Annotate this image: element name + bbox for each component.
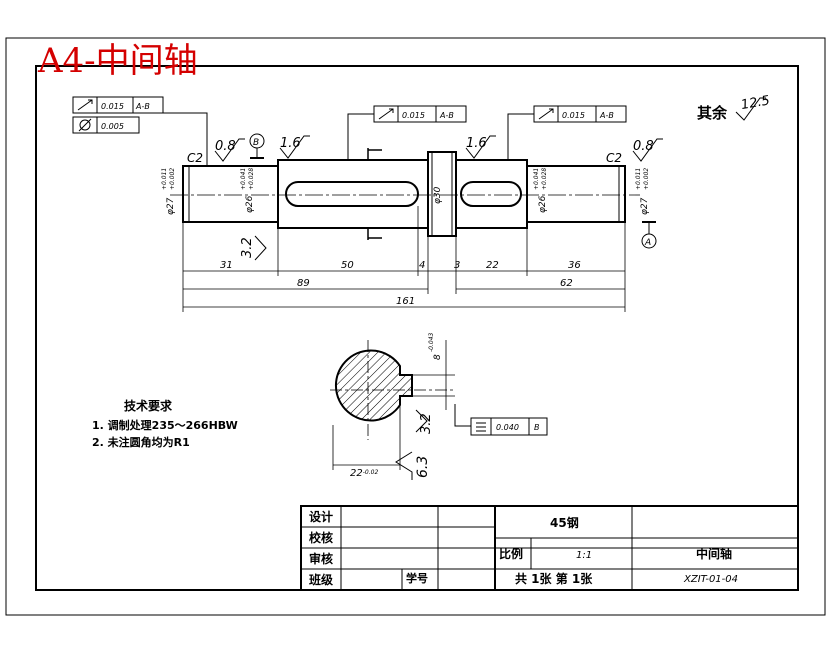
tb-student-no: 学号 xyxy=(406,571,428,585)
chamfer-left: C2 xyxy=(187,151,203,165)
sheet-title: A4-中间轴 xyxy=(37,41,198,81)
dim-31: 31 xyxy=(220,260,233,271)
tb-drawing-no: XZIT-01-04 xyxy=(683,574,738,585)
datum-a-marker: A xyxy=(641,221,657,249)
svg-text:φ30: φ30 xyxy=(433,186,443,204)
svg-text:+0.011: +0.011 xyxy=(635,168,642,190)
tech-req-heading: 技术要求 xyxy=(124,398,173,413)
tb-sheet-count: 共 1张 第 1张 xyxy=(515,571,593,586)
svg-text:+0.002: +0.002 xyxy=(169,168,176,190)
roughness-16-left: 1.6 xyxy=(279,135,310,159)
tb-check: 校核 xyxy=(309,530,333,545)
diameter-d5: φ27 +0.011 +0.002 xyxy=(635,168,650,215)
svg-text:+0.041: +0.041 xyxy=(533,168,540,190)
chamfer-marks xyxy=(188,152,620,236)
svg-text:+0.002: +0.002 xyxy=(643,168,650,190)
keyway-right xyxy=(460,181,522,207)
svg-text:φ27: φ27 xyxy=(166,197,176,215)
svg-text:B: B xyxy=(253,138,259,148)
tech-req-item-2: 2. 未注圆角均为R1 xyxy=(92,435,190,449)
svg-text:12.5: 12.5 xyxy=(740,93,771,113)
section-cut-marks xyxy=(367,148,382,240)
svg-text:0.015: 0.015 xyxy=(402,111,425,120)
tb-design: 设计 xyxy=(309,509,333,524)
depth-dim: 22-0.02 xyxy=(350,468,378,479)
dim-62: 62 xyxy=(560,278,573,289)
svg-text:φ26: φ26 xyxy=(245,195,255,213)
dim-50: 50 xyxy=(341,260,354,271)
dim-4: 4 xyxy=(419,260,425,271)
svg-text:0.015: 0.015 xyxy=(101,102,124,111)
roughness-08-left: 0.8 xyxy=(214,138,245,162)
svg-text:A-B: A-B xyxy=(599,111,614,120)
svg-text:3.2: 3.2 xyxy=(419,413,434,434)
dim-89: 89 xyxy=(297,278,310,289)
fcf-left: 0.015 A-B 0.005 xyxy=(72,96,208,166)
shaft-body xyxy=(182,151,626,237)
diameter-d1: φ27 +0.011 +0.002 xyxy=(161,168,176,215)
tb-scale-label: 比例 xyxy=(499,546,523,561)
svg-text:+0.028: +0.028 xyxy=(541,168,548,190)
keyway-width-tol: -0.043 xyxy=(428,332,435,352)
roughness-32-left: 3.2 xyxy=(240,235,267,261)
svg-text:A-B: A-B xyxy=(135,102,150,111)
dimension-lines xyxy=(182,206,626,312)
svg-text:+0.028: +0.028 xyxy=(248,168,255,190)
chamfer-right: C2 xyxy=(606,151,622,165)
dim-3: 3 xyxy=(454,260,460,271)
svg-text:φ26: φ26 xyxy=(538,195,548,213)
tb-review: 审核 xyxy=(309,551,333,566)
dim-161: 161 xyxy=(396,296,415,307)
svg-text:+0.011: +0.011 xyxy=(161,168,168,190)
title-block xyxy=(300,505,799,591)
diameter-d2: φ26 +0.041 +0.028 xyxy=(240,168,255,213)
svg-text:φ27: φ27 xyxy=(640,197,650,215)
svg-text:A: A xyxy=(644,238,651,248)
fcf-section: 0.040 B xyxy=(454,404,548,436)
roughness-16-right: 1.6 xyxy=(465,135,496,159)
tb-part-name: 中间轴 xyxy=(696,546,732,561)
tb-class: 班级 xyxy=(309,572,333,587)
dim-22: 22 xyxy=(486,260,499,271)
roughness-63-section: 6.3 xyxy=(395,451,431,480)
roughness-32-section: 3.2 xyxy=(415,409,434,434)
outer-border xyxy=(5,37,826,616)
keyway-width-dim: 8 xyxy=(433,354,443,360)
svg-text:0.005: 0.005 xyxy=(101,122,124,131)
svg-text:0.8: 0.8 xyxy=(633,139,654,154)
diameter-d4: φ26 +0.041 +0.028 xyxy=(533,168,548,213)
svg-text:+0.041: +0.041 xyxy=(240,168,247,190)
svg-text:A-B: A-B xyxy=(439,111,454,120)
svg-text:3.2: 3.2 xyxy=(240,237,255,258)
svg-text:0.015: 0.015 xyxy=(562,111,585,120)
svg-text:1.6: 1.6 xyxy=(280,136,301,151)
diameter-d3: φ30 xyxy=(433,186,443,204)
svg-text:0.040: 0.040 xyxy=(496,423,519,432)
dim-36: 36 xyxy=(568,260,581,271)
svg-text:0.8: 0.8 xyxy=(215,139,236,154)
roughness-symbol-rest: 12.5 xyxy=(735,93,771,121)
roughness-08-right: 0.8 xyxy=(632,138,663,162)
inner-frame xyxy=(35,65,799,591)
cross-section xyxy=(330,340,455,470)
tb-scale-value: 1:1 xyxy=(576,550,592,561)
svg-text:6.3: 6.3 xyxy=(415,456,431,478)
keyway-left xyxy=(285,181,419,207)
svg-text:B: B xyxy=(534,423,540,432)
svg-text:1.6: 1.6 xyxy=(466,136,487,151)
datum-b-marker: B xyxy=(249,133,265,159)
fcf-mid: 0.015 A-B xyxy=(347,105,467,160)
tb-material: 45钢 xyxy=(550,515,579,530)
surface-note-label: 其余 xyxy=(697,104,728,122)
fcf-right: 0.015 A-B xyxy=(507,105,627,160)
tech-req-item-1: 1. 调制处理235～266HBW xyxy=(92,418,238,432)
